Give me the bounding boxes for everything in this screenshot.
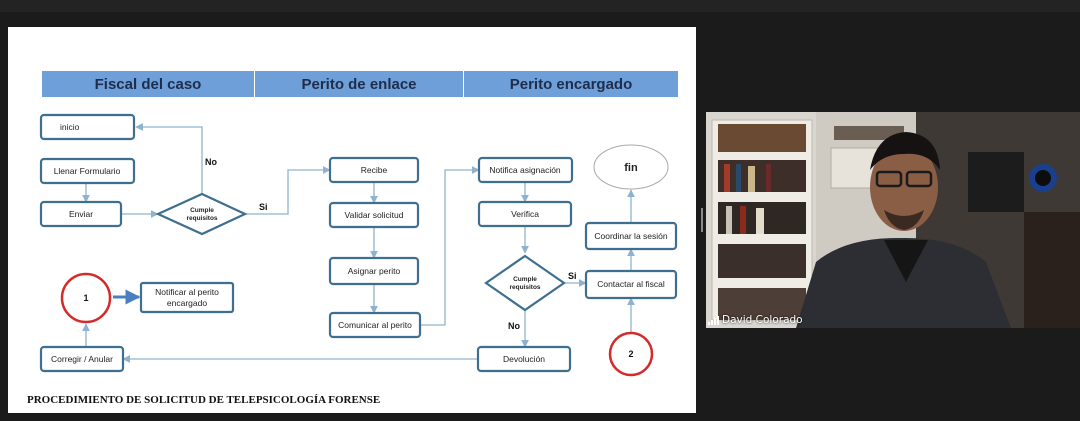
node-recibe-box — [328, 156, 420, 184]
participant-video-tile[interactable] — [706, 112, 1080, 328]
node-fin-label: fin — [624, 162, 638, 174]
node-fin-ellipse — [593, 144, 669, 190]
node-validar-label: Validar solicitud — [345, 210, 404, 220]
node-llenar-box — [39, 157, 136, 185]
node-notifica-label: Notifica asignación — [489, 165, 561, 175]
lane-header-perito-encargado — [464, 71, 678, 97]
node-cumple1-label-b: requisitos — [186, 215, 217, 222]
edge-label-si-2: Si — [568, 271, 577, 281]
signal-bars-icon — [708, 315, 719, 325]
participant-name-tag: David Colorado — [708, 313, 803, 327]
node-notificar-label-b: encargado — [167, 298, 207, 308]
edge-label-no-1: No — [205, 157, 217, 167]
video-frame — [706, 112, 1080, 328]
node-enviar-box — [39, 200, 123, 228]
node-contactar-label: Contactar al fiscal — [597, 279, 665, 289]
node-llenar-label: Llenar Formulario — [54, 166, 121, 176]
circle-connector-1 — [60, 272, 112, 324]
node-cumple1-label-a: Cumple — [190, 207, 214, 214]
edge-label-no-2: No — [508, 321, 520, 331]
node-corregir-box — [39, 345, 125, 373]
node-cumple1-diamond — [155, 192, 248, 236]
node-devolucion-box — [476, 345, 572, 373]
node-cumple2-label-b: requisitos — [509, 284, 540, 291]
node-verifica-label: Verifica — [511, 209, 539, 219]
node-comunicar-box — [328, 311, 422, 339]
node-asignar-label: Asignar perito — [348, 266, 401, 276]
node-cumple2-diamond — [484, 254, 566, 312]
node-comunicar-label: Comunicar al perito — [338, 320, 412, 330]
node-notificar-box — [139, 281, 235, 314]
edge-comunicar-to-notifica — [420, 166, 480, 326]
node-cumple2-label-a: Cumple — [513, 276, 537, 283]
lane-header-perito-enlace — [255, 71, 463, 97]
shared-screen-slide: Fiscal del caso Perito de enlace Perito … — [8, 27, 696, 413]
node-contactar-box — [584, 269, 678, 300]
node-recibe-label: Recibe — [361, 165, 388, 175]
lane-title-perito-encargado: Perito encargado — [510, 76, 633, 93]
node-corregir-label: Corregir / Anular — [51, 354, 113, 364]
node-enviar-label: Enviar — [69, 209, 93, 219]
bookshelf — [718, 124, 806, 320]
edge-label-si-1: Si — [259, 202, 268, 212]
flowchart: Fiscal del caso Perito de enlace Perito … — [39, 71, 678, 377]
node-asignar-box — [328, 256, 420, 286]
lane-header-fiscal — [42, 71, 254, 97]
circle-1-label: 1 — [83, 293, 88, 303]
node-inicio-label: inicio — [60, 122, 80, 132]
node-inicio-box — [39, 113, 136, 141]
circle-connector-2 — [608, 331, 654, 377]
circle-2-label: 2 — [628, 349, 633, 359]
lane-title-fiscal: Fiscal del caso — [95, 76, 202, 93]
lane-title-perito-enlace: Perito de enlace — [301, 76, 416, 93]
node-devolucion-label: Devolución — [503, 354, 545, 364]
node-notificar-label-a: Notificar al perito — [155, 287, 219, 297]
panel-splitter-handle[interactable] — [701, 208, 703, 232]
window-top-bar — [0, 0, 1080, 12]
node-coordinar-label: Coordinar la sesión — [594, 231, 668, 241]
lane-header-bar: Fiscal del caso Perito de enlace Perito … — [42, 71, 678, 97]
node-validar-box — [328, 201, 420, 229]
edge-cumple1-no-to-inicio — [135, 123, 203, 194]
edge-cumple1-si-to-recibe — [245, 166, 331, 215]
participant-name: David Colorado — [722, 314, 803, 326]
node-notifica-box — [477, 156, 574, 184]
person — [796, 132, 1011, 328]
node-verifica-box — [477, 200, 573, 228]
slide-title: PROCEDIMIENTO DE SOLICITUD DE TELEPSICOL… — [27, 394, 381, 406]
node-coordinar-box — [584, 221, 678, 251]
